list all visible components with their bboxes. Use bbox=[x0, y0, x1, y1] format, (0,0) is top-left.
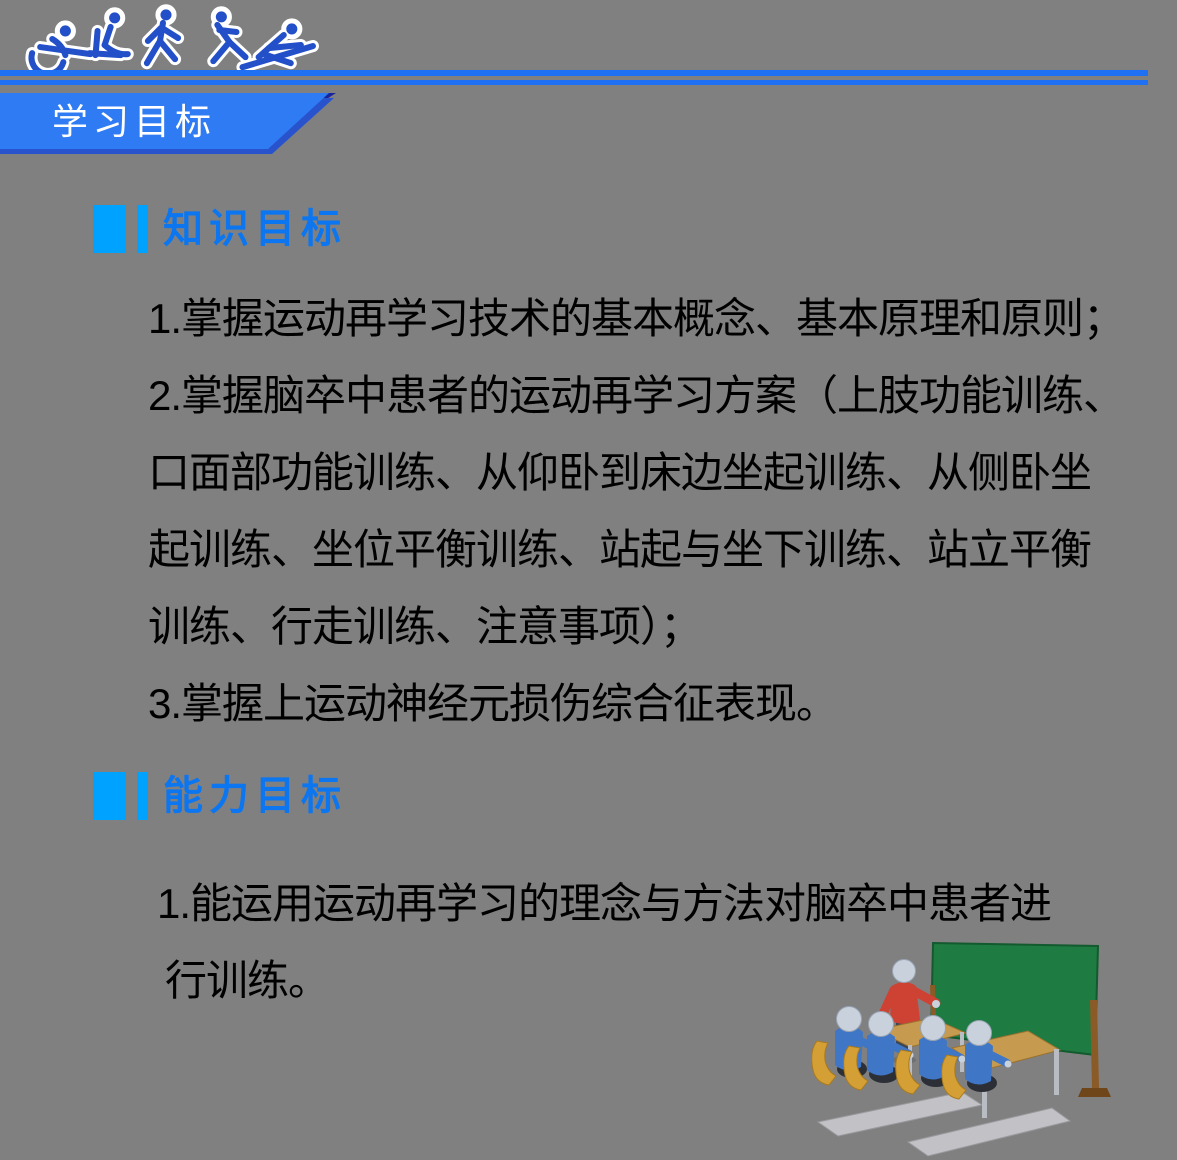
page-title: 学习目标 bbox=[52, 101, 217, 142]
banner-ribbon-shape bbox=[0, 93, 336, 154]
rehabilitation-figures-icon bbox=[25, 4, 319, 74]
section-bullet-bar bbox=[137, 205, 148, 253]
knowledge-text-block: 1.掌握运动再学习技术的基本概念、基本原理和原则； 2.掌握脑卒中患者的运动再学… bbox=[148, 280, 1158, 742]
ability-text-block: 1.能运用运动再学习的理念与方法对脑卒中患者进 行训练。 bbox=[157, 865, 1157, 1019]
ability-line: 行训练。 bbox=[165, 957, 330, 1004]
knowledge-line: 1.掌握运动再学习技术的基本概念、基本原理和原则； bbox=[148, 295, 1125, 342]
ability-line: 1.能运用运动再学习的理念与方法对脑卒中患者进 bbox=[157, 880, 1052, 927]
knowledge-line: 起训练、坐位平衡训练、站起与坐下训练、站立平衡 bbox=[148, 526, 1092, 573]
classroom-teacher-blackboard-icon bbox=[812, 941, 1111, 1157]
top-rule-primary bbox=[0, 70, 1148, 76]
section-bullet-bar bbox=[137, 772, 148, 820]
section-heading-ability: 能力目标 bbox=[163, 774, 347, 818]
section-heading-knowledge: 知识目标 bbox=[163, 207, 347, 251]
knowledge-line: 口面部功能训练、从仰卧到床边坐起训练、从侧卧坐 bbox=[148, 449, 1092, 496]
section-bullet-square bbox=[93, 205, 126, 253]
knowledge-line: 2.掌握脑卒中患者的运动再学习方案（上肢功能训练、 bbox=[148, 372, 1125, 419]
top-rule-secondary bbox=[0, 80, 1148, 85]
knowledge-line: 训练、行走训练、注意事项）； bbox=[148, 603, 702, 650]
section-bullet-square bbox=[93, 772, 126, 820]
knowledge-line: 3.掌握上运动神经元损伤综合征表现。 bbox=[148, 680, 838, 727]
